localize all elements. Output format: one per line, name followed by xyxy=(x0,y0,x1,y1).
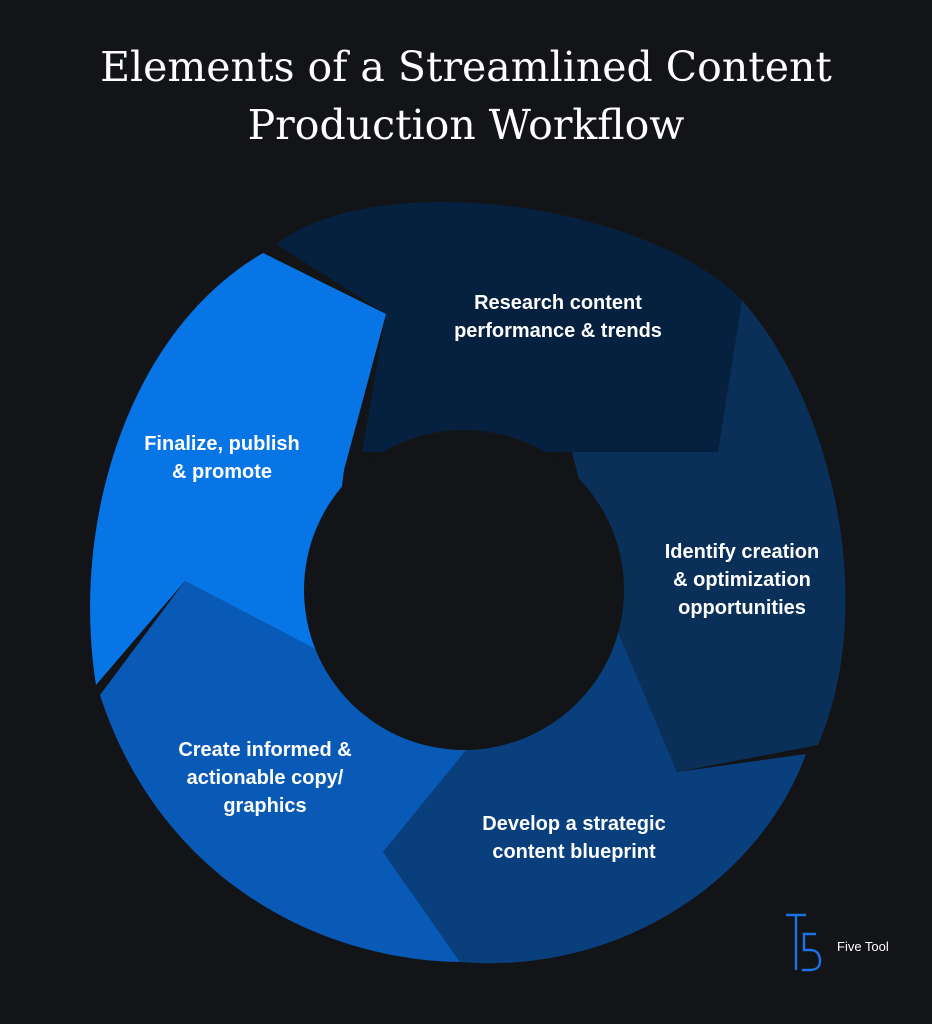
logo-text: Five Tool xyxy=(837,939,889,954)
segment-identify xyxy=(572,300,846,772)
title-line-2: Production Workflow xyxy=(247,101,685,149)
step-label-create: Create informed & actionable copy/ graph… xyxy=(178,739,352,817)
step-label-identify: Identify creation & optimization opportu… xyxy=(664,541,820,619)
five-tool-logo-icon xyxy=(786,913,822,972)
center-hole xyxy=(304,430,624,750)
step-label-finalize: Finalize, publish & promote xyxy=(144,433,300,483)
segment-create xyxy=(100,581,476,962)
segment-research xyxy=(276,201,742,452)
step-label-develop: Develop a strategic content blueprint xyxy=(482,813,666,863)
step-label-research: Research content performance & trends xyxy=(454,292,662,342)
page-title: Elements of a Streamlined Content Produc… xyxy=(0,38,932,154)
title-line-1: Elements of a Streamlined Content xyxy=(100,43,832,91)
segment-develop xyxy=(383,632,806,964)
